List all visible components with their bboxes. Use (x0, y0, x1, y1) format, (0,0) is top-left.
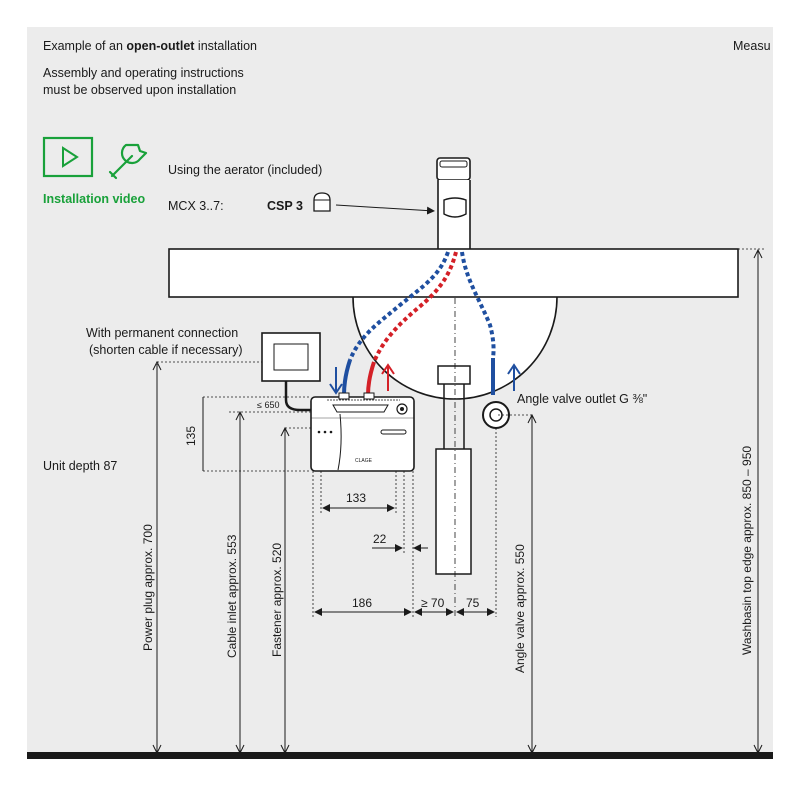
permanent-connection-label: With permanent connection (86, 326, 239, 340)
drain-top (437, 365, 471, 385)
power-cable (284, 381, 312, 412)
floor-line (27, 752, 773, 759)
dim-186: 186 (352, 596, 372, 610)
aerator-model: MCX 3..7: (168, 199, 224, 213)
dim-cable-inlet: Cable inlet approx. 553 (225, 534, 239, 658)
dim-ge70: ≥ 70 (421, 596, 445, 610)
junction-box (261, 332, 321, 382)
aerator-intro: Using the aerator (included) (168, 163, 323, 177)
measurement-heading-cut: Measu (733, 39, 771, 53)
water-heater-unit: CLAGE (310, 392, 415, 472)
instructions-line-1: Assembly and operating instructions (43, 66, 244, 80)
cold-hose-end (342, 359, 352, 396)
dim-le650: ≤ 650 (257, 400, 279, 410)
faucet (436, 157, 471, 251)
dim-fastener: Fastener approx. 520 (270, 543, 284, 657)
unit-depth-label: Unit depth 87 (43, 459, 118, 473)
angle-valve-outlet-label: Angle valve outlet G ⅜" (517, 392, 648, 406)
aerator-part: CSP 3 (267, 199, 303, 213)
aerator-icon (313, 192, 331, 212)
dim-133: 133 (346, 491, 366, 505)
play-icon[interactable] (42, 136, 94, 178)
dim-washbasin: Washbasin top edge approx. 850 – 950 (740, 446, 754, 655)
cold-arrow-icon (329, 367, 343, 395)
installation-video-label[interactable]: Installation video (43, 192, 146, 206)
angle-valve-icon (482, 401, 510, 429)
cold-hose-supply (460, 251, 496, 359)
cold-hose-faucet (348, 251, 450, 361)
wrench-icon (108, 143, 148, 180)
drain-pipe (435, 448, 472, 575)
hot-arrow-icon (381, 363, 395, 391)
dim-75: 75 (466, 596, 480, 610)
shorten-cable-label: (shorten cable if necessary) (89, 343, 243, 357)
washbasin-top (168, 248, 739, 298)
diagram-panel (27, 27, 773, 754)
instructions-line-2: must be observed upon installation (43, 83, 237, 97)
installation-title: Example of an open-outlet installation (43, 39, 257, 53)
aerator-pointer (335, 204, 435, 215)
dim-angle-valve: Angle valve approx. 550 (513, 544, 527, 673)
dim-135: 135 (184, 426, 198, 446)
unit-brand: CLAGE (355, 458, 373, 464)
supply-arrow-icon (507, 363, 521, 391)
hot-hose-end (366, 361, 376, 396)
dim-power-plug: Power plug approx. 700 (141, 524, 155, 651)
dim-22: 22 (373, 532, 387, 546)
